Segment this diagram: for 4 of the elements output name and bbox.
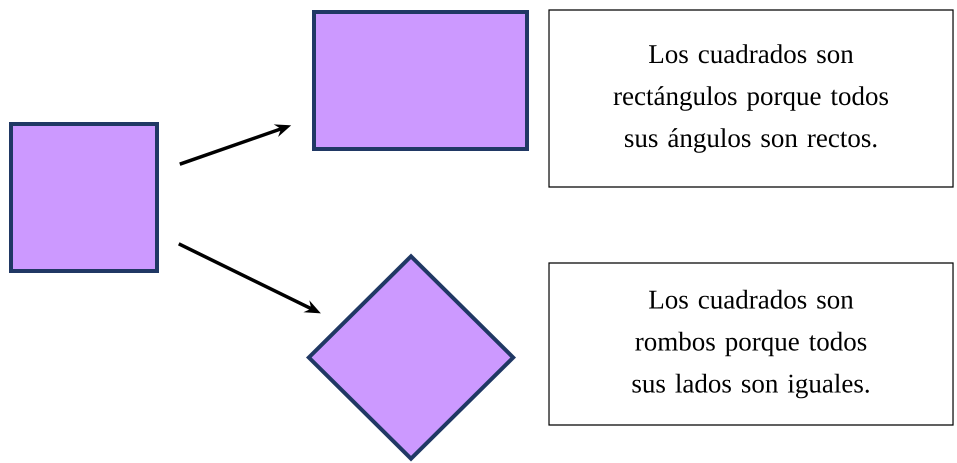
text-box: Los cuadrados son rombos porque todos sus lados son iguales. <box>548 262 954 426</box>
square-shape <box>9 122 159 273</box>
text-box: Los cuadrados son rectángulos porque todos sus ángulos son rectos. <box>548 9 954 188</box>
rectangle-shape <box>312 10 529 151</box>
